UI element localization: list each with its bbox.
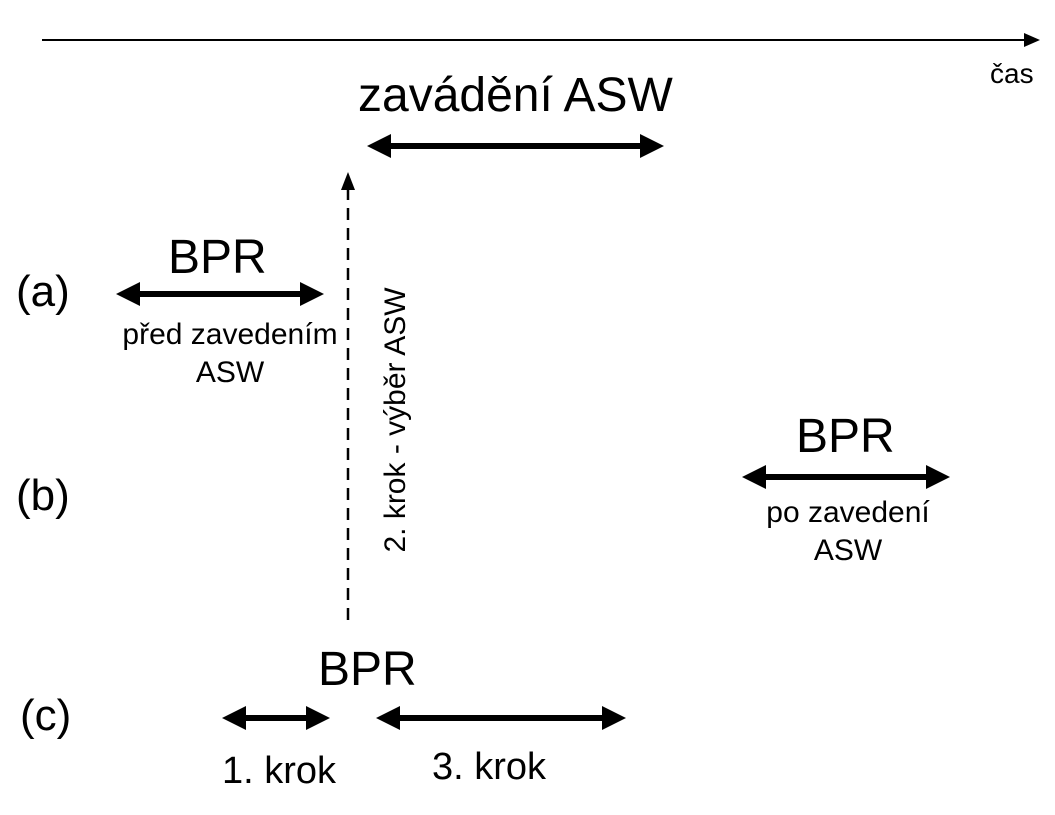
row-c-bpr-label: BPR: [318, 643, 417, 696]
row-a-caption-line2: ASW: [195, 355, 265, 389]
row-c-step1-arrow: [222, 706, 330, 730]
implementation-label: zavádění ASW: [358, 69, 673, 122]
row-a-bpr-arrow: [116, 282, 324, 306]
row-a-bpr-label: BPR: [168, 231, 267, 284]
time-axis-arrowhead: [1024, 33, 1040, 47]
step2-label: 2. krok - výběr ASW: [379, 287, 412, 553]
row-c-step1-label: 1. krok: [222, 750, 337, 792]
implementation-arrow: [367, 134, 664, 158]
row-c-label: (c): [20, 691, 72, 740]
row-a-caption-line1: před zavedením: [122, 318, 338, 351]
row-c-step3-label: 3. krok: [432, 746, 547, 788]
step2-dashed-arrow: [341, 172, 355, 620]
row-b-bpr-arrow: [742, 465, 950, 489]
row-b-label: (b): [16, 471, 70, 520]
time-axis-label: čas: [990, 58, 1034, 89]
row-b-caption-line1: po zavedení: [766, 496, 930, 529]
row-c-step3-arrow: [376, 706, 626, 730]
row-b-caption-line2: ASW: [813, 533, 883, 567]
row-b-caption: po zavedení ASW: [766, 494, 929, 569]
row-a-caption: před zavedením ASW: [122, 316, 337, 391]
row-a-label: (a): [16, 267, 70, 316]
row-b-bpr-label: BPR: [796, 410, 895, 463]
